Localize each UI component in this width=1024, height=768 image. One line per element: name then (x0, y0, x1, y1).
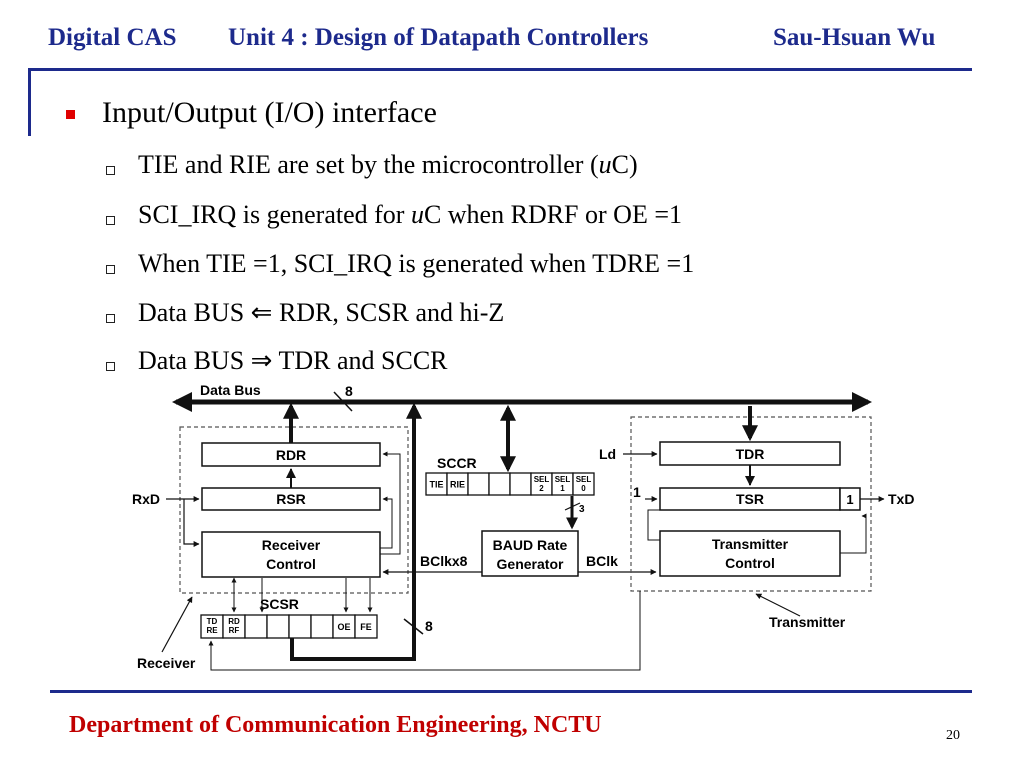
transmitter-callout (755, 593, 801, 617)
receiver-callout (161, 596, 193, 653)
receiver-control-label-2: Control (266, 556, 316, 572)
rxd-to-control (183, 499, 200, 547)
sub-bullet-italic: u (598, 150, 612, 179)
sub-bullet-italic: u (410, 200, 424, 229)
sccr-cell-label: 1 (560, 484, 565, 493)
sub-bullet-text-part: Data BUS ⇒ TDR and SCCR (138, 346, 448, 375)
sccr-cell-label: SEL (555, 475, 571, 484)
bclk-label: BClk (586, 553, 618, 569)
page-number: 20 (946, 728, 960, 743)
sub-bullet-marker (106, 314, 115, 323)
transmitter-label: Transmitter (769, 614, 846, 630)
data-bus-label: Data Bus (200, 382, 261, 398)
sub-bullet-text-part: TIE and RIE are set by the microcontroll… (138, 150, 599, 179)
tdr-label: TDR (736, 446, 765, 462)
scsr-cell-label: RE (206, 626, 218, 635)
course-title: Digital CAS (48, 24, 177, 51)
scsr-cell-label: FE (360, 622, 372, 632)
txd-label: TxD (888, 491, 914, 507)
sccr-cell-label: 2 (539, 484, 544, 493)
scsr-to-bus (290, 402, 422, 661)
baud-label-2: Generator (497, 556, 564, 572)
receiver-control-label-1: Receiver (262, 537, 321, 553)
control-to-rsr (380, 496, 393, 549)
sccr-label: SCCR (437, 455, 477, 471)
scsr-cell-label: OE (337, 622, 350, 632)
bottom-width-slash (403, 618, 424, 635)
sub-bullet-text: SCI_IRQ is generated for uC when RDRF or… (138, 200, 682, 230)
sccr-cell (509, 472, 532, 496)
transmitter-control-label-1: Transmitter (712, 536, 789, 552)
tx-status-to-scsr (208, 591, 641, 671)
sccr-cell (488, 472, 511, 496)
sub-bullet-marker (106, 166, 115, 175)
receiver-control-block (201, 531, 381, 578)
rxd-label: RxD (132, 491, 160, 507)
main-bullet-marker (66, 110, 75, 119)
rdr-label: RDR (276, 447, 306, 463)
sccr-cell-label: SEL (576, 475, 592, 484)
sccr-cell-label: TIE (429, 480, 443, 490)
sub-bullet-text-part: Data BUS ⇐ RDR, SCSR and hi-Z (138, 298, 505, 327)
left-accent-bar (28, 68, 31, 136)
tsr-bit-label: 1 (846, 492, 853, 507)
sub-bullet-marker (106, 362, 115, 371)
sub-bullet-text-part: When TIE =1, SCI_IRQ is generated when T… (138, 249, 695, 278)
bclkx8-label: BClkx8 (420, 553, 468, 569)
bus-width-slash (333, 391, 353, 412)
scsr-cell (244, 614, 268, 639)
tx-control-to-tsr (647, 509, 660, 541)
sccr-cell-label: SEL (534, 475, 550, 484)
receiver-group (179, 426, 409, 594)
sub-bullet-text: Data BUS ⇒ TDR and SCCR (138, 346, 448, 376)
one-in-label: 1 (633, 484, 641, 500)
scsr-cell (266, 614, 290, 639)
sub-bullet-marker (106, 216, 115, 225)
scsr-cell (310, 614, 334, 639)
sub-bullet-text: When TIE =1, SCI_IRQ is generated when T… (138, 249, 694, 279)
scsr-cell (354, 614, 378, 639)
main-bullet-text: Input/Output (I/O) interface (102, 96, 437, 129)
scsr-label: SCSR (260, 596, 299, 612)
header-divider (28, 68, 972, 71)
scsr-cell-label: TD (207, 617, 218, 626)
bottom-width-label: 8 (425, 618, 433, 634)
transmitter-control-label-2: Control (725, 555, 775, 571)
footer-divider (50, 690, 972, 693)
sccr-cell-label: RIE (450, 480, 465, 490)
tsr-label: TSR (736, 491, 764, 507)
author-name: Sau-Hsuan Wu (773, 24, 936, 51)
tx-control-feedback (840, 513, 867, 554)
scsr-cell (288, 614, 312, 639)
scsr-cell-label: RD (228, 617, 240, 626)
ld-label: Ld (599, 446, 616, 462)
scsr-cell-label: RF (229, 626, 240, 635)
baud-rate-generator (481, 530, 579, 577)
footer-text: Department of Communication Engineering,… (69, 712, 602, 738)
sel-width-label: 3 (579, 504, 585, 515)
bus-width-label: 8 (345, 383, 353, 399)
sub-bullet-text-part: C when RDRF or OE =1 (423, 200, 682, 229)
sub-bullet-marker (106, 265, 115, 274)
sub-bullet-text: TIE and RIE are set by the microcontroll… (138, 150, 638, 180)
sccr-cell (467, 472, 490, 496)
sub-bullet-text-part: C) (611, 150, 638, 179)
sub-bullet-text: Data BUS ⇐ RDR, SCSR and hi-Z (138, 298, 504, 328)
sel-width-slash (564, 502, 581, 511)
sub-bullet-text-part: SCI_IRQ is generated for (138, 200, 411, 229)
baud-label-1: BAUD Rate (493, 537, 568, 553)
unit-title: Unit 4 : Design of Datapath Controllers (228, 24, 649, 51)
receiver-label: Receiver (137, 655, 196, 671)
control-to-rdr (380, 451, 401, 555)
sccr-cell (572, 472, 595, 496)
scsr-register: TDRE RDRF OE FE (200, 614, 378, 639)
sccr-cell-label: 0 (581, 484, 586, 493)
rsr-label: RSR (276, 491, 306, 507)
slide-header: Digital CAS Unit 4 : Design of Datapath … (0, 24, 1024, 64)
